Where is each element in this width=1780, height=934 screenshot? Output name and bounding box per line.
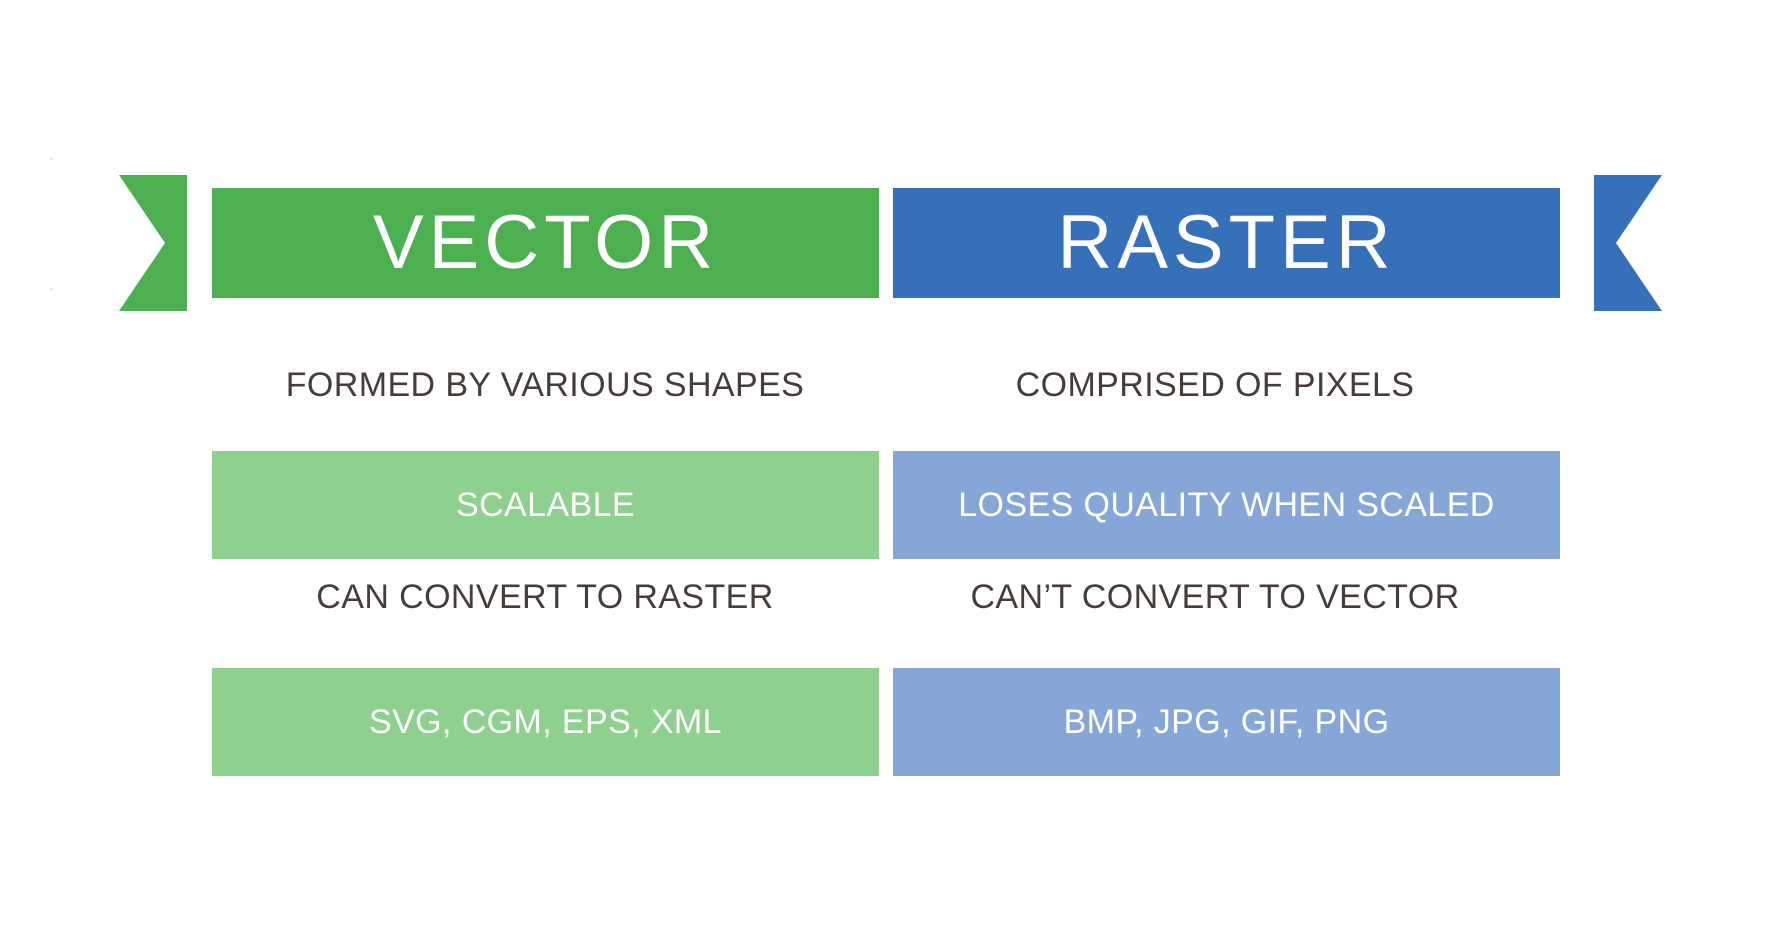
comparison-row-4: SVG, CGM, EPS, XML BMP, JPG, GIF, PNG <box>0 668 1780 776</box>
row-1-raster-text: COMPRISED OF PIXELS <box>1015 365 1415 404</box>
stray-pixel-artifact <box>50 157 53 160</box>
column-header-raster: RASTER <box>893 188 1560 298</box>
ribbon-tail-left-icon <box>119 175 187 311</box>
stray-pixel-artifact <box>50 288 53 291</box>
column-header-vector: VECTOR <box>212 188 879 298</box>
row-4-raster-band: BMP, JPG, GIF, PNG <box>893 668 1560 776</box>
row-1-vector-text: FORMED BY VARIOUS SHAPES <box>285 365 805 404</box>
ribbon-header-row: VECTOR RASTER <box>0 175 1780 311</box>
column-title-vector: VECTOR <box>372 200 719 285</box>
comparison-row-1: FORMED BY VARIOUS SHAPES COMPRISED OF PI… <box>0 361 1780 409</box>
row-3-raster-text: CAN’T CONVERT TO VECTOR <box>970 577 1460 616</box>
row-2-raster-band: LOSES QUALITY WHEN SCALED <box>893 451 1560 559</box>
row-4-vector-band: SVG, CGM, EPS, XML <box>212 668 879 776</box>
row-2-vector-label: SCALABLE <box>456 485 635 524</box>
row-4-raster-label: BMP, JPG, GIF, PNG <box>1063 702 1390 741</box>
column-title-raster: RASTER <box>1057 200 1396 285</box>
row-3-vector-text: CAN CONVERT TO RASTER <box>316 577 774 616</box>
ribbon-tail-right-icon <box>1594 175 1662 311</box>
row-4-vector-label: SVG, CGM, EPS, XML <box>369 702 722 741</box>
comparison-row-2: SCALABLE LOSES QUALITY WHEN SCALED <box>0 451 1780 559</box>
row-2-raster-label: LOSES QUALITY WHEN SCALED <box>958 485 1495 524</box>
comparison-row-3: CAN CONVERT TO RASTER CAN’T CONVERT TO V… <box>0 573 1780 621</box>
row-2-vector-band: SCALABLE <box>212 451 879 559</box>
